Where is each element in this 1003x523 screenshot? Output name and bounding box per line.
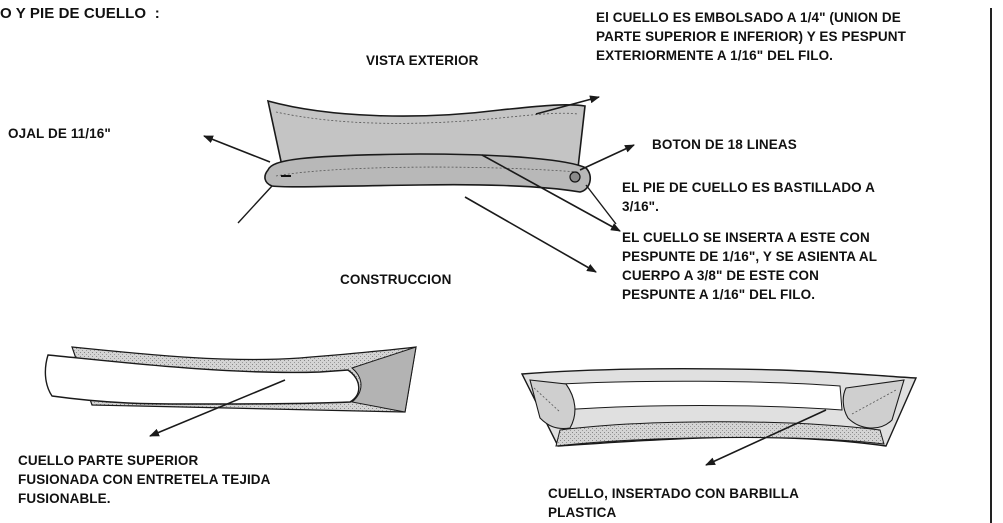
label-construccion: CONSTRUCCION (340, 272, 452, 287)
stays-band-bottom (555, 421, 885, 447)
label-barbilla: CUELLO, INSERTADO CON BARBILLA PLASTICA (548, 486, 799, 520)
stay-left (529, 379, 576, 430)
collar-band (264, 153, 592, 193)
top-arrows (203, 95, 635, 273)
label-vista-exterior: VISTA EXTERIOR (366, 53, 479, 68)
page-border-right (990, 8, 992, 523)
stay-right (842, 379, 905, 429)
button (569, 171, 581, 183)
label-embolsado: El CUELLO ES EMBOLSADO A 1/4" (UNION DE … (596, 10, 906, 63)
interlining-shape (44, 354, 360, 405)
page-heading: O Y PIE DE CUELLO : (0, 5, 160, 22)
label-parte-superior: CUELLO PARTE SUPERIOR FUSIONADA CON ENTR… (18, 453, 271, 506)
arrow-upper-collar (149, 379, 286, 437)
label-boton: BOTON DE 18 LINEAS (652, 137, 797, 152)
stays-collar-center (559, 380, 843, 411)
collar-leaf (266, 99, 586, 169)
collar-gray-tip (350, 346, 417, 413)
collar-exterior-view (237, 99, 617, 225)
arrow-plastic-stay (705, 409, 827, 466)
label-ojal: OJAL DE 11/16" (8, 126, 111, 141)
collar-with-stays (520, 368, 918, 447)
label-inserta: EL CUELLO SE INSERTA A ESTE CON PESPUNTE… (622, 230, 878, 302)
collar-upper-fused (44, 346, 417, 413)
label-pie-bastillado: EL PIE DE CUELLO ES BASTILLADO A 3/16". (622, 180, 875, 214)
band-stitch-line (275, 166, 579, 177)
collar-stitch-line (275, 111, 579, 124)
